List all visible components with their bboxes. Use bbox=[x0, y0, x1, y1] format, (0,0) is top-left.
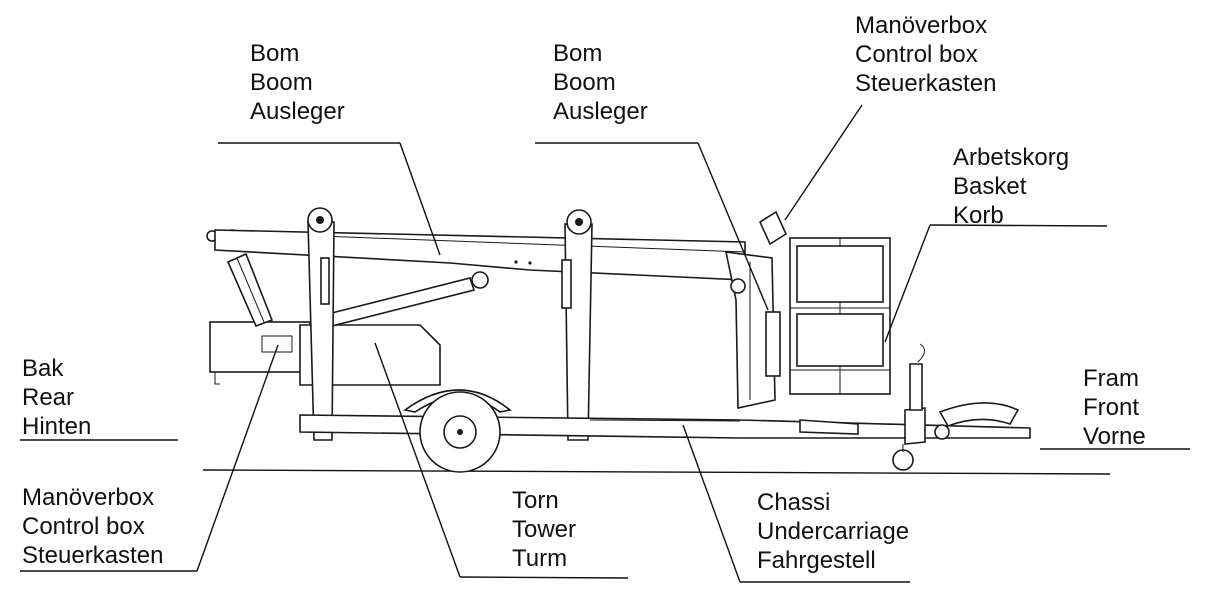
label-rear-de: Hinten bbox=[22, 413, 92, 440]
label-undercarriage-en: Undercarriage bbox=[757, 518, 910, 545]
label-boom-right-de: Ausleger bbox=[553, 98, 648, 125]
label-control-box-bottom-en: Control box bbox=[22, 513, 145, 540]
label-rear-en: Rear bbox=[22, 384, 75, 411]
label-boom-left-de: Ausleger bbox=[250, 98, 345, 125]
rear-wheel bbox=[403, 389, 512, 473]
tower-right bbox=[561, 209, 593, 441]
rear-housing bbox=[209, 321, 311, 385]
label-boom-right-sv: Bom bbox=[553, 40, 603, 67]
label-basket-de: Korb bbox=[953, 202, 1004, 229]
label-boom-left-sv: Bom bbox=[250, 40, 300, 67]
label-boom-right: Bom Boom Ausleger bbox=[553, 39, 648, 126]
machine-body bbox=[299, 324, 441, 386]
ground-line bbox=[202, 469, 1111, 475]
label-control-box-top-de: Steuerkasten bbox=[855, 70, 997, 97]
label-rear: Bak Rear Hinten bbox=[22, 354, 91, 441]
label-basket: Arbetskorg Basket Korb bbox=[953, 143, 1069, 230]
label-control-box-bottom-sv: Manöverbox bbox=[22, 484, 155, 511]
basket bbox=[758, 210, 891, 395]
boom-head bbox=[724, 251, 781, 409]
label-control-box-top-sv: Manöverbox bbox=[855, 12, 988, 39]
label-tower-de: Turm bbox=[512, 545, 568, 572]
boom-cylinder bbox=[310, 271, 489, 331]
label-basket-sv: Arbetskorg bbox=[953, 144, 1070, 171]
label-front-sv: Fram bbox=[1083, 365, 1139, 392]
label-boom-left: Bom Boom Ausleger bbox=[250, 39, 345, 126]
label-rear-sv: Bak bbox=[22, 355, 64, 382]
label-undercarriage-de: Fahrgestell bbox=[757, 547, 876, 574]
leader-lines bbox=[20, 104, 1190, 583]
label-control-box-bottom-de: Steuerkasten bbox=[22, 542, 164, 569]
label-front: Fram Front Vorne bbox=[1083, 364, 1146, 451]
label-basket-en: Basket bbox=[953, 173, 1027, 200]
tower-left bbox=[307, 207, 335, 441]
label-tower-en: Tower bbox=[512, 516, 577, 543]
label-control-box-top-en: Control box bbox=[855, 41, 978, 68]
label-front-en: Front bbox=[1083, 394, 1140, 421]
label-undercarriage: Chassi Undercarriage Fahrgestell bbox=[757, 488, 909, 575]
label-front-de: Vorne bbox=[1083, 423, 1146, 450]
label-boom-right-en: Boom bbox=[553, 69, 616, 96]
label-undercarriage-sv: Chassi bbox=[757, 489, 831, 516]
label-control-box-bottom: Manöverbox Control box Steuerkasten bbox=[22, 483, 163, 570]
label-boom-left-en: Boom bbox=[250, 69, 313, 96]
label-tower: Torn Tower Turm bbox=[512, 486, 576, 573]
boom-main bbox=[214, 229, 746, 281]
label-control-box-top: Manöverbox Control box Steuerkasten bbox=[855, 11, 996, 98]
front-hitch bbox=[799, 343, 1020, 471]
label-tower-sv: Torn bbox=[512, 487, 559, 514]
